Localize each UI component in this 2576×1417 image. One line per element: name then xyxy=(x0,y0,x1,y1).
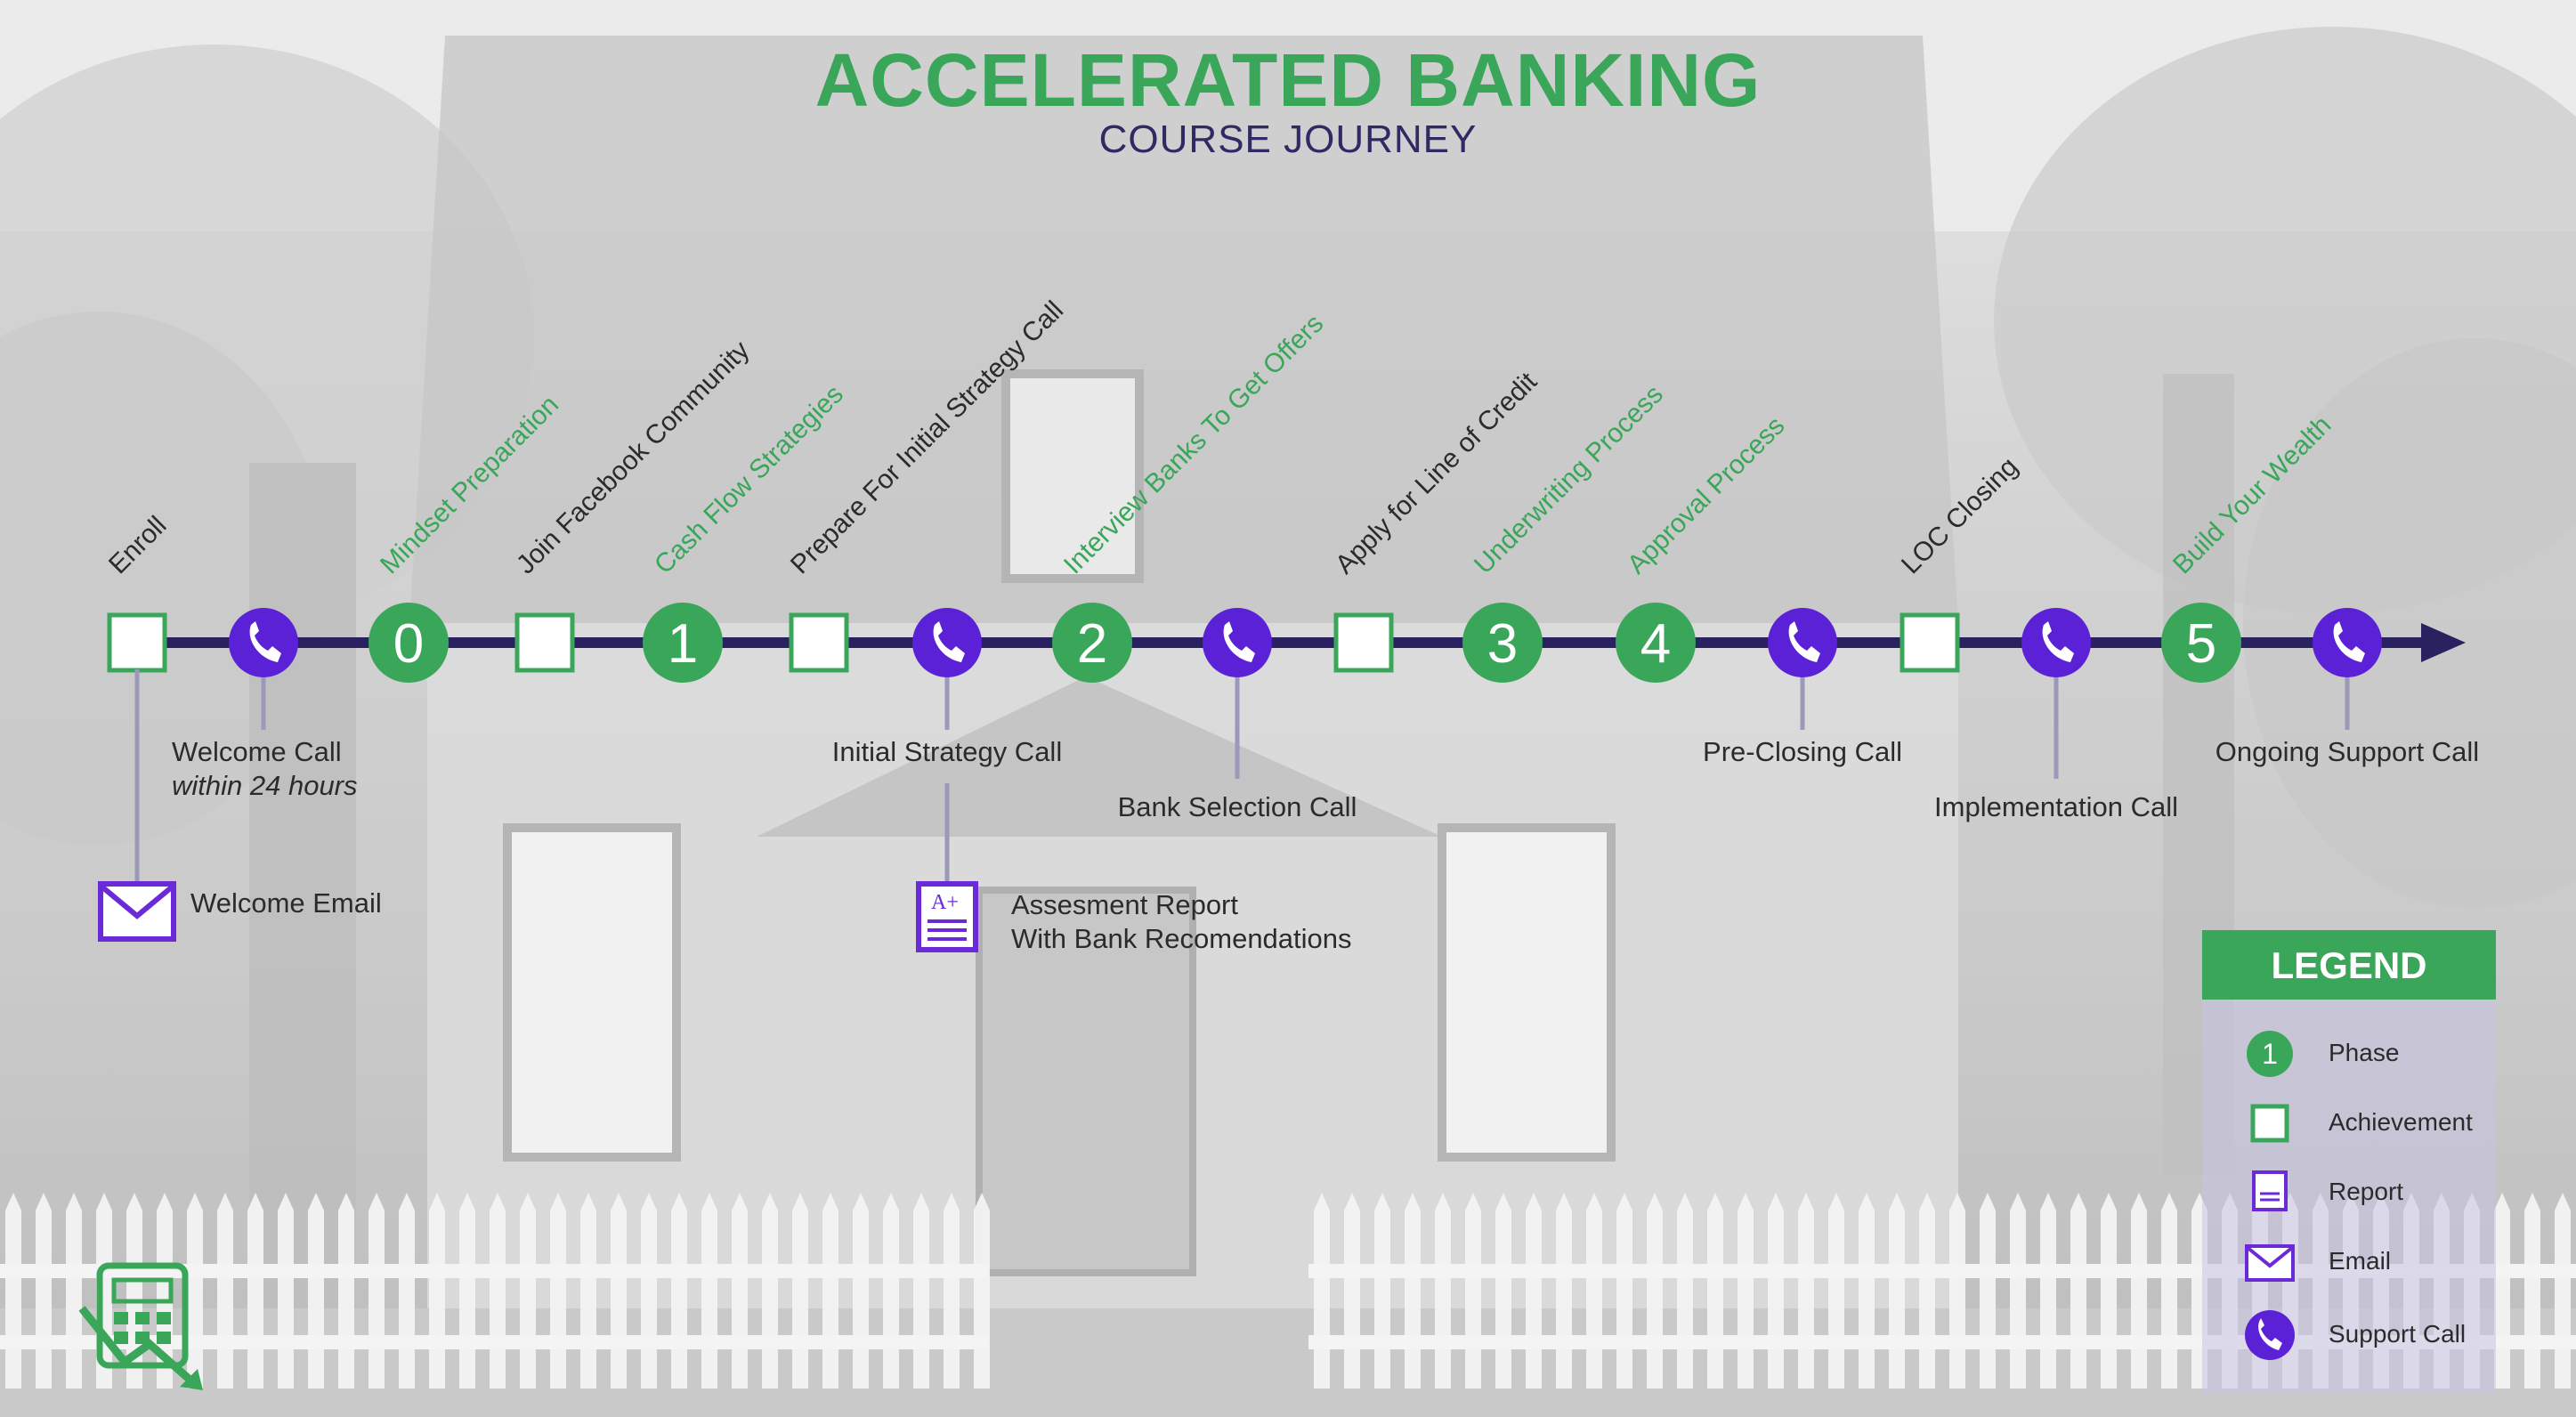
call-label: Initial Strategy Call xyxy=(769,735,1125,769)
achievement-icon xyxy=(2250,1104,2289,1143)
report-label-line-1: Assesment Report xyxy=(1011,889,1238,920)
phase-marker: 3 xyxy=(1462,603,1543,683)
legend-label-achievement: Achievement xyxy=(2329,1108,2473,1136)
call-label-text: Pre-Closing Call xyxy=(1703,736,1902,767)
legend-label-report: Report xyxy=(2329,1178,2404,1205)
legend: LEGEND 1 Phase Achievement Report xyxy=(2202,930,2496,1393)
phase-marker: 5 xyxy=(2161,603,2241,683)
achievement-marker xyxy=(1900,612,1960,673)
legend-label-support-call: Support Call xyxy=(2329,1320,2467,1348)
call-label: Bank Selection Call xyxy=(1059,790,1415,824)
timeline-arrowhead xyxy=(2421,623,2466,662)
phase-number: 4 xyxy=(1640,613,1671,675)
phase-number: 5 xyxy=(2186,613,2216,675)
phone-icon xyxy=(2021,608,2091,677)
phone-icon xyxy=(229,608,298,677)
report-icon: A+ xyxy=(916,881,978,952)
phase-number: 3 xyxy=(1487,613,1518,675)
call-label-text: Bank Selection Call xyxy=(1117,791,1357,822)
envelope-icon xyxy=(98,881,176,942)
phone-icon xyxy=(912,608,982,677)
phase-number: 2 xyxy=(1077,613,1107,675)
call-label-subtext: within 24 hours xyxy=(172,770,358,801)
legend-title: LEGEND xyxy=(2202,930,2496,1000)
phone-icon xyxy=(1768,608,1837,677)
report-icon-grade: A+ xyxy=(931,891,959,914)
phase-marker: 0 xyxy=(369,603,449,683)
call-label: Implementation Call xyxy=(1878,790,2234,824)
phase-marker: 4 xyxy=(1616,603,1696,683)
call-label-text: Ongoing Support Call xyxy=(2215,736,2480,767)
legend-phase-sample: 1 xyxy=(2262,1038,2278,1070)
phone-icon xyxy=(1203,608,1272,677)
call-label-text: Implementation Call xyxy=(1934,791,2178,822)
legend-icons: 1 xyxy=(2245,1031,2295,1360)
phase-icon: 1 xyxy=(2247,1031,2293,1077)
phase-number: 0 xyxy=(393,613,424,675)
welcome-email-label: Welcome Email xyxy=(190,887,382,919)
call-label: Pre-Closing Call xyxy=(1624,735,1981,769)
achievement-marker xyxy=(1333,612,1394,673)
phase-marker: 2 xyxy=(1052,603,1132,683)
report-icon xyxy=(2252,1170,2288,1211)
calculator-trend-icon xyxy=(78,1262,203,1390)
call-label: Ongoing Support Call xyxy=(2169,735,2525,769)
call-label-text: Initial Strategy Call xyxy=(831,736,1063,767)
achievement-marker xyxy=(107,612,167,673)
envelope-icon xyxy=(2245,1244,2295,1282)
phone-icon xyxy=(2313,608,2382,677)
phase-number: 1 xyxy=(668,613,698,675)
page-subtitle: COURSE JOURNEY xyxy=(1098,117,1478,161)
legend-label-phase: Phase xyxy=(2329,1039,2400,1066)
achievement-marker xyxy=(789,612,849,673)
call-label-text: Welcome Call xyxy=(172,736,342,767)
phone-icon xyxy=(2245,1310,2295,1360)
report-label-line-2: With Bank Recomendations xyxy=(1011,923,1352,954)
phase-marker: 1 xyxy=(643,603,723,683)
legend-label-email: Email xyxy=(2329,1247,2392,1275)
achievement-marker xyxy=(514,612,575,673)
page-title: ACCELERATED BANKING xyxy=(814,38,1762,122)
